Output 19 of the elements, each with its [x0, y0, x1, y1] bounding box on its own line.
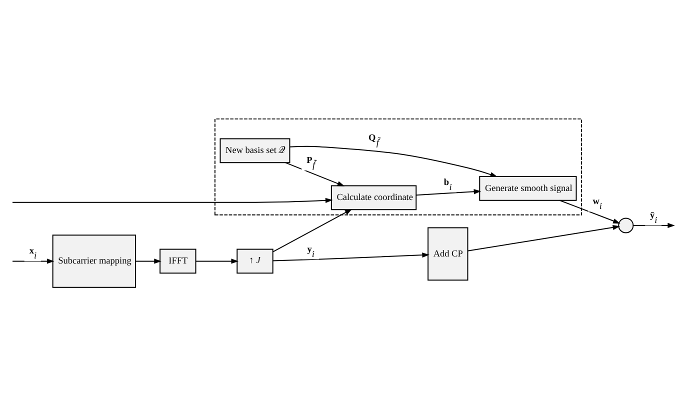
node-circle	[618, 217, 634, 233]
node-box: ↑ J	[236, 248, 274, 274]
arrow	[272, 208, 352, 252]
node-box: Add CP	[428, 226, 468, 280]
arrow	[289, 145, 498, 176]
arrow	[195, 258, 239, 264]
arrow	[416, 188, 482, 196]
arrow	[135, 258, 162, 264]
node-box: Subcarrier mapping	[52, 234, 136, 288]
arrow	[12, 197, 333, 202]
node-box: Generate smooth signal	[479, 176, 577, 200]
arrow	[12, 258, 54, 264]
arrow	[632, 222, 675, 228]
arrow	[272, 252, 430, 261]
arrow	[467, 224, 620, 251]
arrow	[285, 162, 345, 186]
node-box: IFFT	[160, 248, 196, 274]
node-box: Calculate coordinate	[330, 184, 417, 210]
node-box: New basis set 𝒬	[220, 138, 290, 163]
